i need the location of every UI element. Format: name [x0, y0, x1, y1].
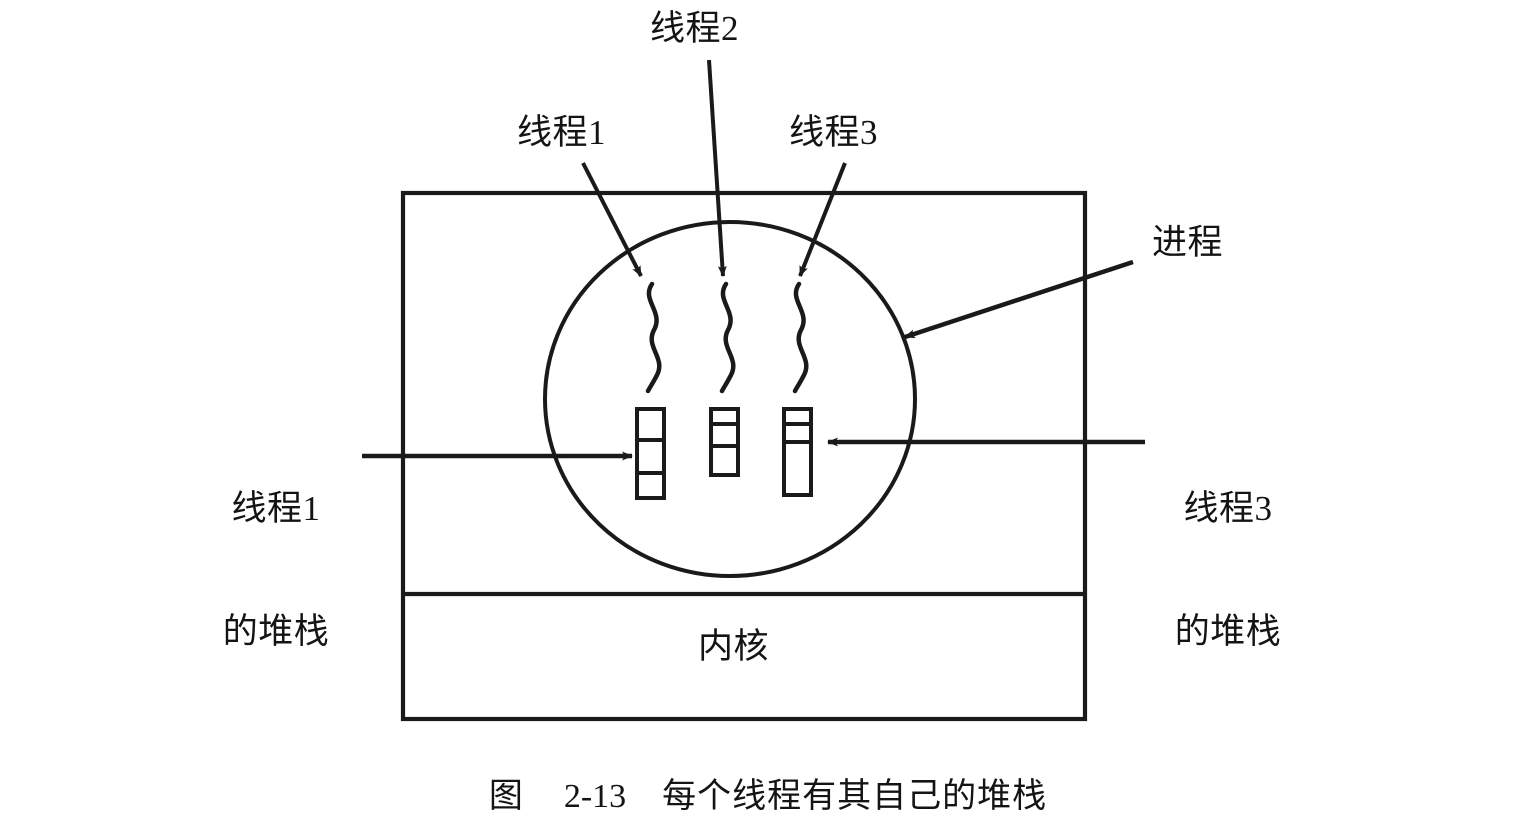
label-kernel: 内核	[698, 627, 770, 666]
thread2-arrow	[707, 59, 727, 277]
label-thread1-stack-line1: 线程1	[231, 488, 321, 528]
label-thread1: 线程1	[517, 113, 607, 152]
thread3-squiggle	[792, 281, 809, 394]
thread1-squiggle	[645, 281, 662, 394]
label-thread3-stack-line1: 线程3	[1183, 488, 1273, 528]
thread3-stack	[782, 407, 813, 497]
label-thread2: 线程2	[650, 9, 740, 48]
label-thread3-stack: 线程3 的堆栈	[1148, 405, 1308, 735]
caption-number: 2-13	[563, 778, 627, 815]
thread1-stack	[635, 407, 666, 500]
thread2-stack	[709, 407, 740, 477]
label-thread1-stack: 线程1 的堆栈	[196, 405, 356, 735]
caption-prefix: 图	[488, 778, 524, 815]
label-thread3: 线程3	[789, 113, 879, 152]
process-circle	[543, 220, 917, 578]
figure-caption: 图 2-13 每个线程有其自己的堆栈	[0, 768, 1536, 817]
thread3-arrow	[798, 162, 847, 277]
label-thread1-stack-line2: 的堆栈	[222, 612, 330, 652]
thread2-squiggle	[719, 281, 736, 394]
label-thread3-stack-line2: 的堆栈	[1174, 612, 1282, 652]
caption-text: 每个线程有其自己的堆栈	[662, 778, 1048, 815]
label-process: 进程	[1152, 223, 1224, 262]
process-arrow	[904, 259, 1134, 340]
thread1-arrow	[581, 162, 643, 277]
